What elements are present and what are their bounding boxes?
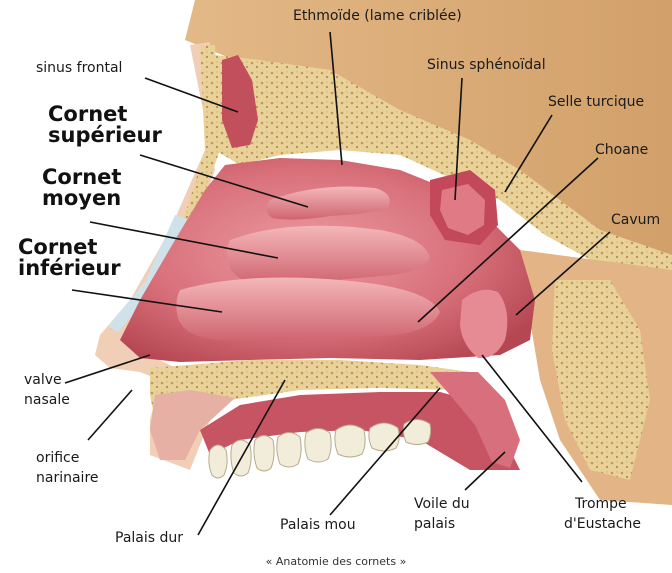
label-palais-mou: Palais mou [280, 517, 356, 534]
label-cornet-superieur-line2: supérieur [48, 125, 162, 146]
label-cavum: Cavum [611, 212, 660, 229]
label-trompe-eustache-line1: Trompe [575, 496, 627, 513]
label-orifice-narinaire-line2: narinaire [36, 470, 99, 487]
label-orifice-narinaire-line1: orifice [36, 450, 79, 467]
label-ethmoide: Ethmoïde (lame criblée) [293, 8, 462, 25]
label-valve-nasale-line1: valve [24, 372, 62, 389]
label-voile-du-palais-line2: palais [414, 516, 455, 533]
label-voile-du-palais-line1: Voile du [414, 496, 470, 513]
label-trompe-eustache-line2: d'Eustache [564, 516, 641, 533]
label-cornet-inferieur-line2: inférieur [18, 258, 121, 279]
label-cornet-moyen-line1: Cornet [42, 167, 121, 188]
label-sinus-frontal: sinus frontal [36, 60, 122, 77]
label-sinus-sphenoidal: Sinus sphénoïdal [427, 57, 546, 74]
leader-orifice-narinaire [88, 390, 132, 440]
figure-caption: « Anatomie des cornets » [0, 555, 672, 568]
label-palais-dur: Palais dur [115, 530, 183, 547]
label-cornet-moyen-line2: moyen [42, 188, 121, 209]
label-cornet-inferieur-line1: Cornet [18, 237, 97, 258]
label-choane: Choane [595, 142, 648, 159]
label-valve-nasale-line2: nasale [24, 392, 70, 409]
label-cornet-superieur-line1: Cornet [48, 104, 127, 125]
label-selle-turcique: Selle turcique [548, 94, 644, 111]
